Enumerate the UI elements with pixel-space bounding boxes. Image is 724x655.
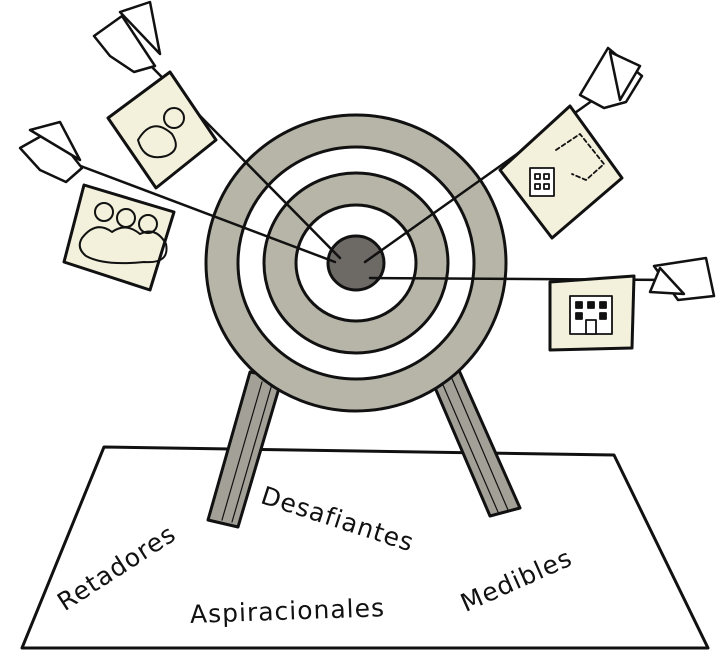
office-building-icon xyxy=(569,295,613,335)
building-outline-icon xyxy=(529,133,605,197)
person-icon xyxy=(137,107,185,159)
flag-office-building xyxy=(548,274,636,352)
flag-group xyxy=(62,183,176,292)
ground-paper xyxy=(20,445,710,650)
target-board xyxy=(204,113,508,413)
group-icon xyxy=(78,202,168,265)
flag-building-outline xyxy=(498,104,624,240)
target-stand xyxy=(206,366,522,529)
arrow-fletchings xyxy=(18,0,716,302)
flag-person xyxy=(106,70,218,190)
bullseye xyxy=(326,234,386,292)
